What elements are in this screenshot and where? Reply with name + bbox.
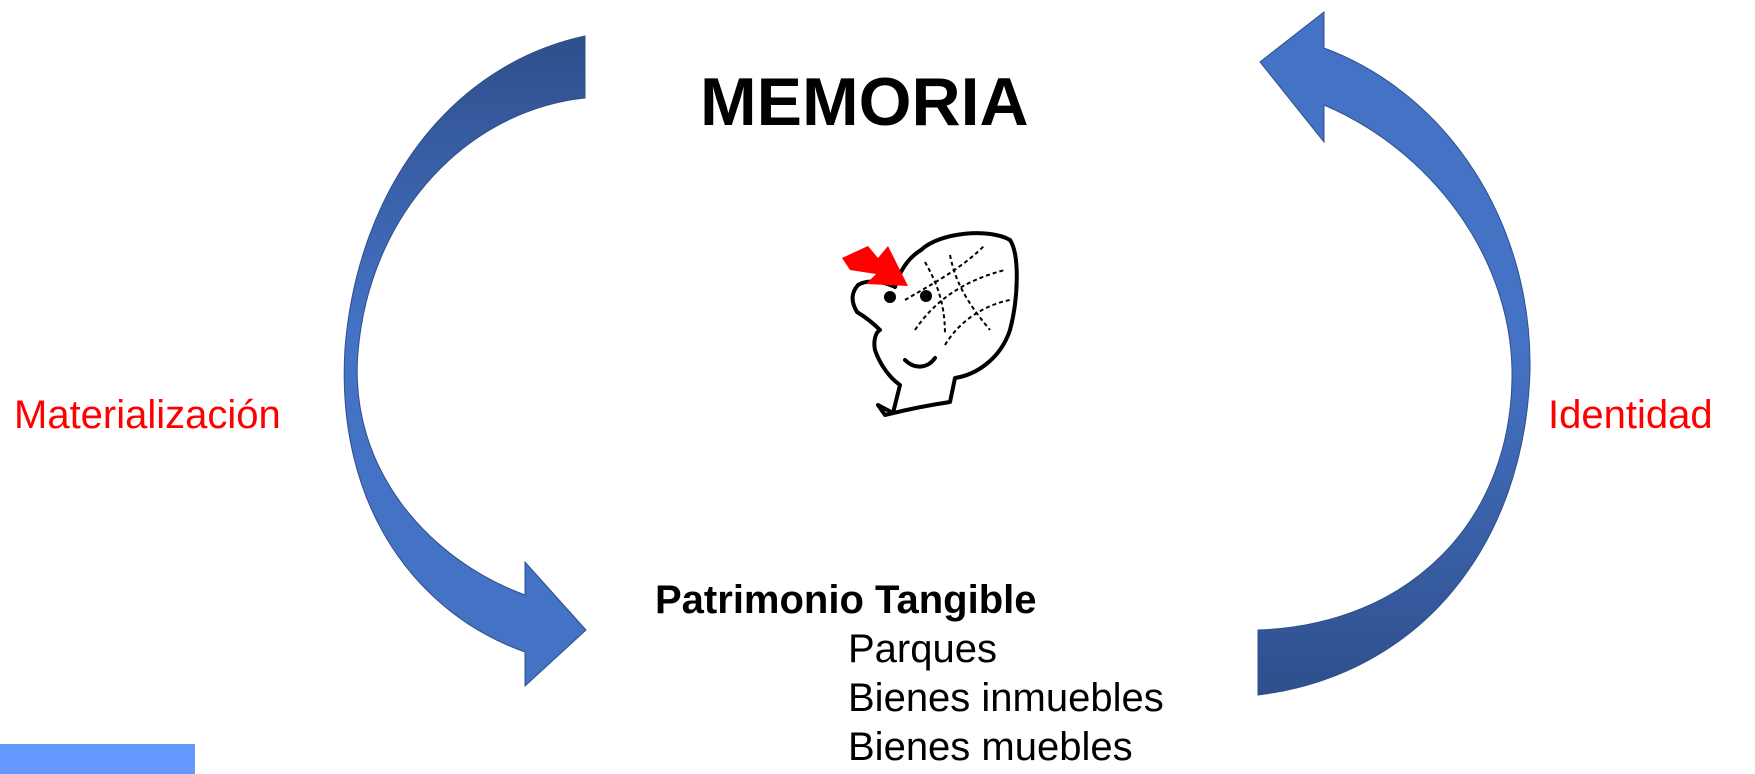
right-curved-arrow bbox=[1257, 10, 1531, 696]
heritage-block: Patrimonio Tangible Parques Bienes inmue… bbox=[655, 575, 1164, 772]
corner-decoration bbox=[0, 744, 195, 774]
head-with-brain-icon bbox=[850, 231, 1019, 417]
heritage-item: Bienes muebles bbox=[848, 725, 1133, 769]
materializacion-label: Materialización bbox=[14, 393, 281, 437]
red-pointer-arrow-icon bbox=[842, 246, 908, 286]
left-curved-arrow bbox=[343, 35, 587, 688]
heritage-item: Bienes inmuebles bbox=[848, 676, 1164, 720]
heritage-heading: Patrimonio Tangible bbox=[655, 578, 1037, 622]
heritage-item: Parques bbox=[848, 627, 997, 671]
diagram-title: MEMORIA bbox=[700, 64, 1029, 140]
heritage-list: Parques Bienes inmuebles Bienes muebles bbox=[655, 625, 1164, 772]
identidad-label: Identidad bbox=[1548, 393, 1713, 437]
